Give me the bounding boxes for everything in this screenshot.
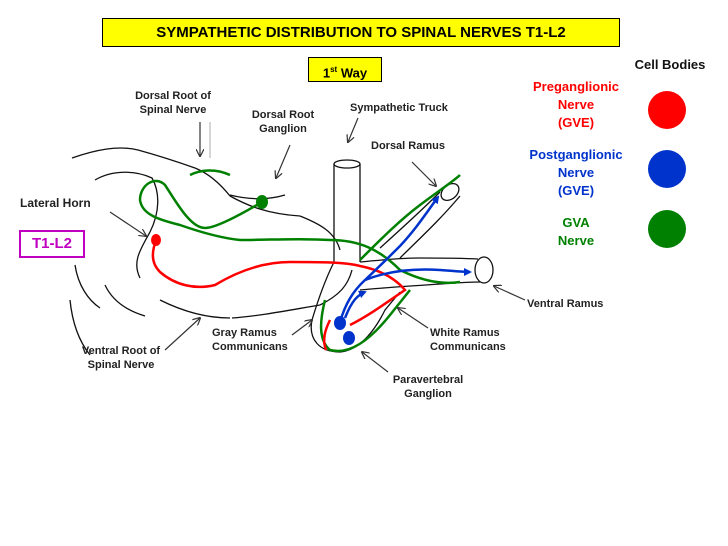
white-ramus-label: White Ramus Communicans (430, 326, 506, 354)
legend-post-line2: Nerve (557, 165, 595, 180)
preganglionic-cell-body (151, 234, 161, 246)
legend-preganglionic: Preganglionic Nerve (GVE) (516, 78, 636, 132)
gray-ramus-label: Gray Ramus Communicans (212, 326, 288, 354)
white-ramus-label-line1: White Ramus (430, 327, 500, 339)
white-ramus-label-line2: Communicans (430, 341, 506, 353)
legend-pre-line1: Preganglionic (533, 79, 619, 94)
preganglionic-legend-dot (648, 91, 686, 129)
gray-ramus-label-line1: Gray Ramus (212, 327, 277, 339)
dorsal-root-label-line2: Spinal Nerve (139, 104, 207, 116)
segment-label: T1-L2 (19, 230, 85, 258)
paravertebral-label-line1: Paravertebral (392, 374, 464, 386)
gray-ramus-label-line2: Communicans (212, 341, 288, 353)
gva-legend-dot (648, 210, 686, 248)
legend-postganglionic: Postganglionic Nerve (GVE) (516, 146, 636, 200)
sympathetic-truck-label: Sympathetic Truck (350, 102, 448, 114)
ventral-ramus-tube (419, 256, 494, 285)
dorsal-ganglion-label-line2: Ganglion (259, 123, 307, 135)
ventral-root-label-line2: Spinal Nerve (87, 359, 155, 371)
way-word: Way (340, 65, 368, 81)
legend-pre-line2: Nerve (557, 97, 595, 112)
legend-heading: Cell Bodies (634, 57, 706, 72)
postganglionic-legend-dot (648, 150, 686, 188)
dorsal-ganglion-label-line1: Dorsal Root (251, 109, 315, 121)
legend-gva: GVA Nerve (516, 214, 636, 250)
legend-post-line3: (GVE) (557, 183, 595, 198)
legend-post-line1: Postganglionic (529, 147, 623, 162)
way-badge: 1st Way (308, 57, 382, 82)
dorsal-ganglion-label: Dorsal Root Ganglion (238, 108, 328, 136)
leader-arrows (109, 117, 526, 373)
ventral-root-label-line1: Ventral Root of (81, 345, 161, 357)
way-suffix: st (330, 65, 338, 74)
legend-gva-line2: Nerve (557, 233, 595, 248)
way-ordinal: 1 (322, 65, 331, 81)
postganglionic-path (338, 195, 472, 323)
dorsal-root-label: Dorsal Root of Spinal Nerve (118, 89, 228, 117)
ganglion-outline (310, 261, 401, 353)
ventral-ramus-label: Ventral Ramus (527, 298, 604, 310)
postganglionic-cell-body (334, 316, 346, 330)
page-title: SYMPATHETIC DISTRIBUTION TO SPINAL NERVE… (102, 18, 620, 47)
legend-gva-line1: GVA (562, 215, 590, 230)
postganglionic-cell-body-2 (343, 331, 355, 345)
gva-cell-body (256, 195, 268, 209)
gva-nerve-path (138, 169, 461, 353)
paravertebral-label-line2: Ganglion (404, 388, 452, 400)
spinal-cord (69, 147, 301, 356)
sympathetic-trunk (333, 159, 441, 291)
paravertebral-label: Paravertebral Ganglion (380, 373, 476, 401)
dorsal-root-label-line1: Dorsal Root of (135, 90, 211, 102)
legend-pre-line3: (GVE) (557, 115, 595, 130)
lateral-horn-label: Lateral Horn (20, 196, 91, 210)
ventral-root-label: Ventral Root of Spinal Nerve (66, 344, 176, 372)
dorsal-ramus-label: Dorsal Ramus (371, 140, 445, 152)
preganglionic-path (151, 237, 407, 351)
